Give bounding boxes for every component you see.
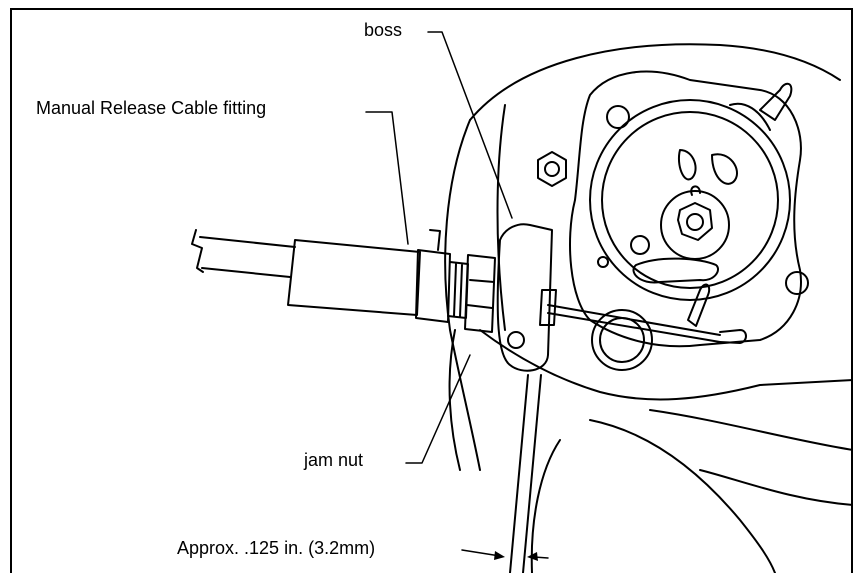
housing-contour-4 bbox=[699, 469, 853, 506]
castle-nut bbox=[677, 202, 713, 241]
hex-nut-left bbox=[537, 151, 567, 187]
cable-lower bbox=[201, 267, 291, 278]
cable-break bbox=[191, 229, 204, 273]
housing-outline bbox=[469, 43, 841, 121]
label-gap: Approx. .125 in. (3.2mm) bbox=[177, 538, 376, 558]
slot-top bbox=[678, 149, 697, 181]
figure-frame bbox=[10, 8, 853, 573]
hub bbox=[660, 190, 730, 260]
label-cable-fitting: Manual Release Cable fitting bbox=[36, 98, 267, 118]
label-boss: boss bbox=[364, 20, 403, 40]
label-jam-nut: jam nut bbox=[304, 450, 364, 470]
cable-assembly bbox=[191, 229, 469, 323]
gap-arrow-right bbox=[527, 552, 538, 561]
inner-wire-upper bbox=[547, 304, 721, 336]
mounting-flange bbox=[569, 70, 802, 348]
fitting-hex bbox=[415, 249, 451, 323]
wire-end bbox=[719, 329, 747, 344]
jam-nut bbox=[464, 254, 496, 333]
slot-top-right bbox=[711, 153, 738, 185]
flange-hole-top bbox=[606, 105, 630, 129]
housing-lower-left bbox=[448, 329, 461, 471]
jam-nut-leader bbox=[405, 354, 471, 464]
boss-hole bbox=[507, 331, 525, 349]
inner-wire-lower bbox=[547, 312, 721, 343]
housing-inner-left bbox=[496, 104, 506, 331]
boss-bracket bbox=[496, 223, 553, 372]
arm-left bbox=[509, 374, 529, 573]
cable-fitting-leader bbox=[365, 111, 409, 245]
gap-arrow-left bbox=[494, 551, 505, 560]
boss-leader bbox=[427, 31, 513, 219]
housing-contour-2 bbox=[589, 419, 776, 573]
flange-hole-right bbox=[785, 271, 809, 295]
release-cover-outer bbox=[589, 99, 791, 301]
cable-sleeve bbox=[287, 239, 421, 316]
housing-lower-curve bbox=[479, 329, 853, 401]
hook-tab bbox=[759, 82, 793, 121]
cable-upper bbox=[199, 236, 296, 248]
flange-hole-small bbox=[597, 256, 609, 268]
boss-ring-outer bbox=[591, 309, 653, 371]
cotter-pin bbox=[690, 185, 701, 196]
gap-leader bbox=[461, 549, 501, 557]
housing-contour-3 bbox=[649, 409, 853, 451]
cable-clip bbox=[539, 289, 557, 326]
release-lever bbox=[632, 257, 719, 284]
housing-left-edge bbox=[444, 119, 481, 471]
release-cover-inner bbox=[601, 111, 779, 289]
pin-left bbox=[630, 235, 650, 255]
arm-right bbox=[522, 374, 542, 573]
lever-link bbox=[687, 283, 711, 327]
